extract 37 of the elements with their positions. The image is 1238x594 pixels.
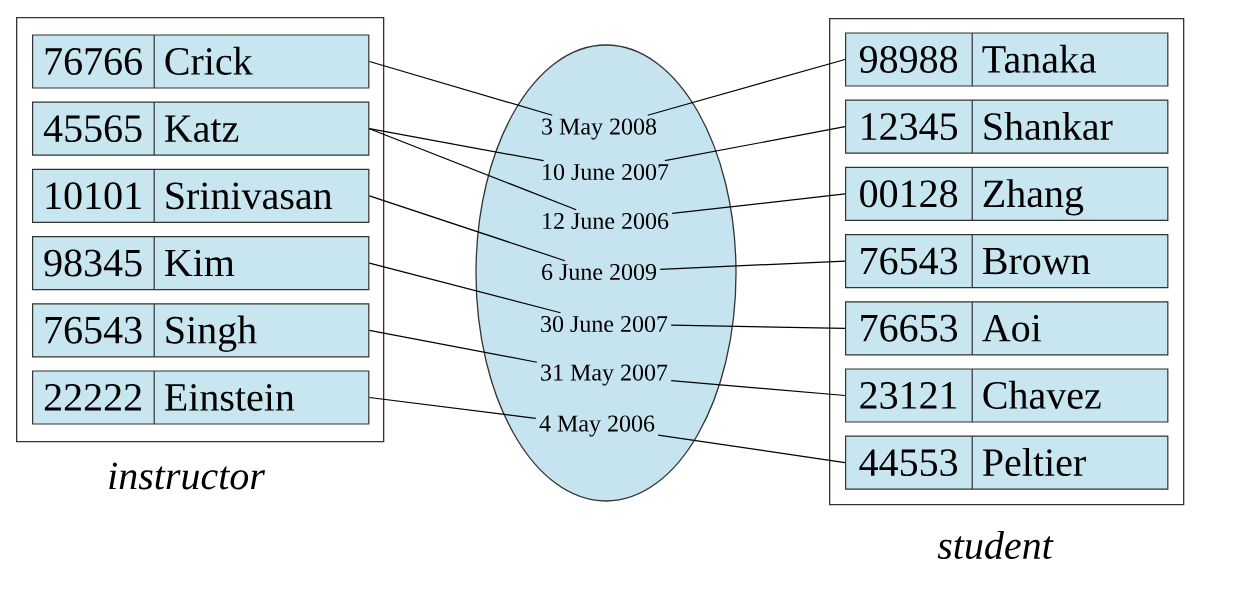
date-label: 30 June 2007 xyxy=(541,315,668,333)
connector-line xyxy=(647,58,846,116)
record-row: 44553 Peltier xyxy=(845,435,1169,490)
record-row: 23121 Chavez xyxy=(845,368,1169,423)
connector-line xyxy=(659,260,846,270)
date-label: 6 June 2009 xyxy=(542,263,656,281)
record-row: 76653 Aoi xyxy=(845,301,1169,356)
connector-line xyxy=(664,126,846,162)
date-label: 12 June 2006 xyxy=(543,212,669,230)
record-row: 76543 Singh xyxy=(32,303,370,358)
connector-line xyxy=(368,396,537,419)
connector-line xyxy=(670,324,846,329)
date-label: 31 May 2007 xyxy=(541,364,668,386)
record-row: 76766 Crick xyxy=(32,34,370,89)
connector-line xyxy=(368,128,577,211)
ellipse-shape xyxy=(475,44,737,502)
connector-line xyxy=(670,380,846,397)
record-row: 12345 Shankar xyxy=(845,99,1169,154)
connector-line xyxy=(368,195,566,262)
record-row: 00128 Zhang xyxy=(845,166,1169,221)
connector-line xyxy=(368,60,553,116)
connector-line xyxy=(368,262,562,314)
connector-line xyxy=(657,434,846,464)
date-label: 10 June 2007 xyxy=(543,163,669,181)
record-row: 98345 Kim xyxy=(32,236,370,291)
record-row: 45565 Katz xyxy=(32,101,370,156)
date-label: 3 May 2008 xyxy=(542,118,657,140)
record-row: 10101 Srinivasan xyxy=(32,168,370,223)
connector-line xyxy=(368,329,538,363)
record-row: 98988 Tanaka xyxy=(845,32,1169,87)
date-label: 4 May 2006 xyxy=(539,415,655,437)
set-label: instructor xyxy=(109,462,266,490)
connector-line xyxy=(368,128,545,162)
set-label: student xyxy=(937,530,1054,560)
connector-line xyxy=(671,193,846,214)
record-row: 76543 Brown xyxy=(845,234,1169,289)
record-row: 22222 Einstein xyxy=(32,370,370,425)
